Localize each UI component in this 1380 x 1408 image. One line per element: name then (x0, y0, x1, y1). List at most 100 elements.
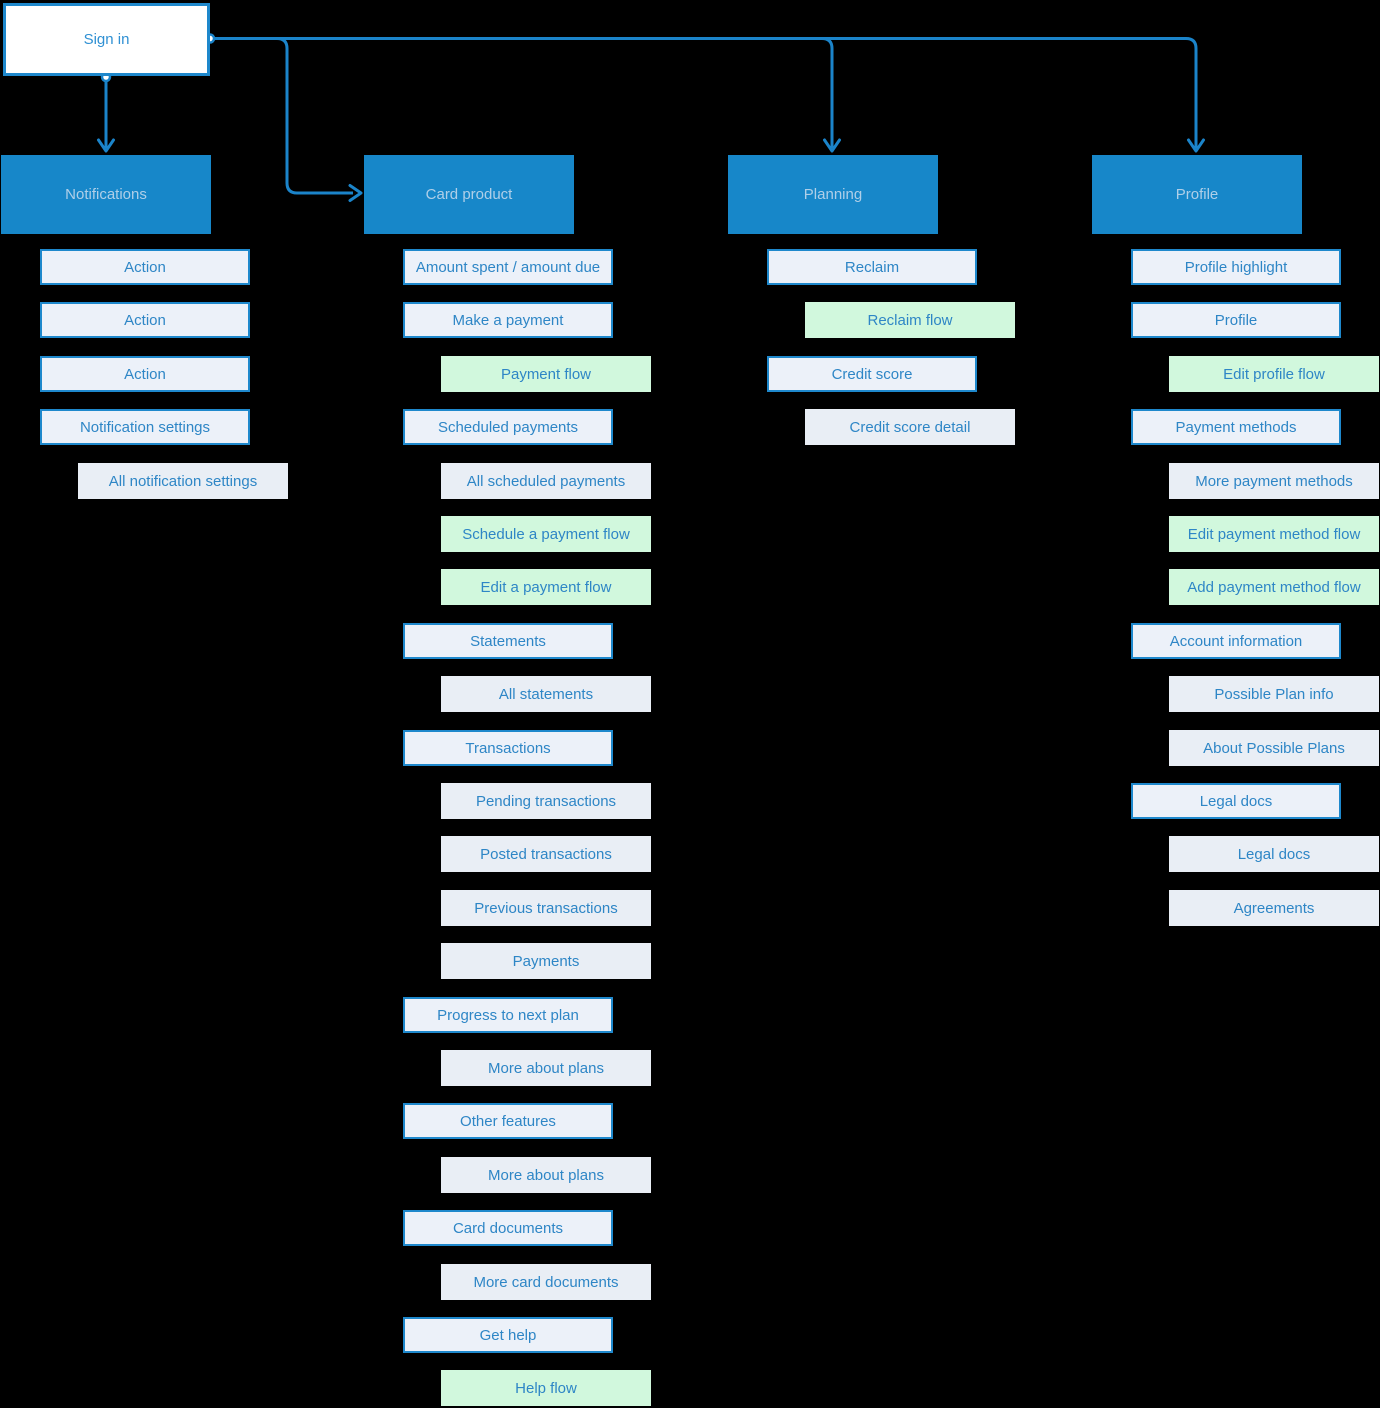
node-label: Statements (470, 632, 546, 650)
node-profile: Profile (1131, 302, 1341, 338)
node-about-possible-plans: About Possible Plans (1169, 730, 1379, 766)
node-all-scheduled-payments: All scheduled payments (441, 463, 651, 499)
node-label: Action (124, 311, 166, 329)
node-label: Add payment method flow (1187, 578, 1361, 596)
node-sign-in: Sign in (3, 3, 210, 76)
node-label: Edit a payment flow (480, 578, 612, 596)
node-get-help: Get help (403, 1317, 613, 1353)
node-all-notification-settings: All notification settings (78, 463, 288, 499)
node-help-flow: Help flow (441, 1370, 651, 1406)
arrowhead-notifications (97, 138, 115, 153)
node-label: Action (124, 365, 166, 383)
node-more-card-documents: More card documents (441, 1264, 651, 1300)
node-label: Payment methods (1175, 418, 1297, 436)
node-label: Make a payment (452, 311, 564, 329)
column-header-label: Notifications (65, 186, 147, 203)
node-legal-docs: Legal docs (1169, 836, 1379, 872)
node-label: Get help (479, 1326, 537, 1344)
node-label: Credit score detail (849, 418, 971, 436)
node-label: More payment methods (1195, 472, 1353, 490)
node-label: Pending transactions (475, 792, 617, 810)
node-edit-profile-flow: Edit profile flow (1169, 356, 1379, 392)
node-label: Action (124, 258, 166, 276)
node-label: Transactions (465, 739, 551, 757)
column-header-card-product: Card product (364, 155, 574, 234)
node-label: Reclaim (844, 258, 900, 276)
node-more-payment-methods: More payment methods (1169, 463, 1379, 499)
node-payments: Payments (441, 943, 651, 979)
node-posted-transactions: Posted transactions (441, 836, 651, 872)
node-other-features: Other features (403, 1103, 613, 1139)
node-profile-highlight: Profile highlight (1131, 249, 1341, 285)
connector-signin-card-product (210, 37, 353, 195)
connector-signin-planning (210, 37, 834, 148)
node-label: Profile highlight (1184, 258, 1288, 276)
node-label: Notification settings (79, 418, 211, 436)
node-label: Previous transactions (474, 899, 618, 917)
node-label: About Possible Plans (1203, 739, 1345, 757)
node-label: More card documents (473, 1273, 619, 1291)
node-edit-a-payment-flow: Edit a payment flow (441, 569, 651, 605)
node-scheduled-payments: Scheduled payments (403, 409, 613, 445)
column-header-label: Card product (425, 186, 513, 203)
node-make-a-payment: Make a payment (403, 302, 613, 338)
node-agreements: Agreements (1169, 890, 1379, 926)
node-label: All scheduled payments (466, 472, 626, 490)
node-label: Schedule a payment flow (462, 525, 630, 543)
node-label: Payments (512, 952, 580, 970)
node-reclaim-flow: Reclaim flow (805, 302, 1015, 338)
node-label: More about plans (488, 1059, 604, 1077)
node-payment-flow: Payment flow (441, 356, 651, 392)
node-label: All statements (498, 685, 594, 703)
node-action: Action (40, 249, 250, 285)
node-label: Agreements (1233, 899, 1315, 917)
arrowhead-planning (823, 138, 841, 153)
column-header-notifications: Notifications (1, 155, 211, 234)
node-account-information: Account information (1131, 623, 1341, 659)
node-more-about-plans: More about plans (441, 1050, 651, 1086)
node-label: Scheduled payments (437, 418, 579, 436)
node-card-documents: Card documents (403, 1210, 613, 1246)
node-all-statements: All statements (441, 676, 651, 712)
arrowhead-profile (1187, 138, 1205, 153)
node-amount-spent-amount-due: Amount spent / amount due (403, 249, 613, 285)
arrowhead-card-product (348, 184, 363, 202)
node-label: Edit profile flow (1223, 365, 1325, 383)
node-label: Credit score (831, 365, 913, 383)
node-notification-settings: Notification settings (40, 409, 250, 445)
node-statements: Statements (403, 623, 613, 659)
column-header-planning: Planning (728, 155, 938, 234)
node-label: Account information (1169, 632, 1303, 650)
column-header-label: Profile (1175, 186, 1219, 203)
node-label: Card documents (452, 1219, 564, 1237)
node-action: Action (40, 356, 250, 392)
node-label: Edit payment method flow (1187, 525, 1361, 543)
node-possible-plan-info: Possible Plan info (1169, 676, 1379, 712)
node-label: All notification settings (108, 472, 258, 490)
node-legal-docs: Legal docs (1131, 783, 1341, 819)
node-previous-transactions: Previous transactions (441, 890, 651, 926)
node-more-about-plans: More about plans (441, 1157, 651, 1193)
node-label: Legal docs (1237, 845, 1311, 863)
node-add-payment-method-flow: Add payment method flow (1169, 569, 1379, 605)
node-label: More about plans (488, 1166, 604, 1184)
node-action: Action (40, 302, 250, 338)
node-label: Legal docs (1199, 792, 1273, 810)
node-transactions: Transactions (403, 730, 613, 766)
node-label: Profile (1214, 311, 1258, 329)
node-label: Other features (460, 1112, 556, 1130)
node-label: Progress to next plan (437, 1006, 579, 1024)
node-edit-payment-method-flow: Edit payment method flow (1169, 516, 1379, 552)
node-reclaim: Reclaim (767, 249, 977, 285)
connector-signin-profile (210, 37, 1198, 148)
node-progress-to-next-plan: Progress to next plan (403, 997, 613, 1033)
column-header-profile: Profile (1092, 155, 1302, 234)
node-payment-methods: Payment methods (1131, 409, 1341, 445)
node-label: Payment flow (500, 365, 592, 383)
node-credit-score: Credit score (767, 356, 977, 392)
node-label: Amount spent / amount due (415, 258, 601, 276)
node-label: Posted transactions (480, 845, 612, 863)
node-label: Possible Plan info (1214, 685, 1334, 703)
node-schedule-a-payment-flow: Schedule a payment flow (441, 516, 651, 552)
